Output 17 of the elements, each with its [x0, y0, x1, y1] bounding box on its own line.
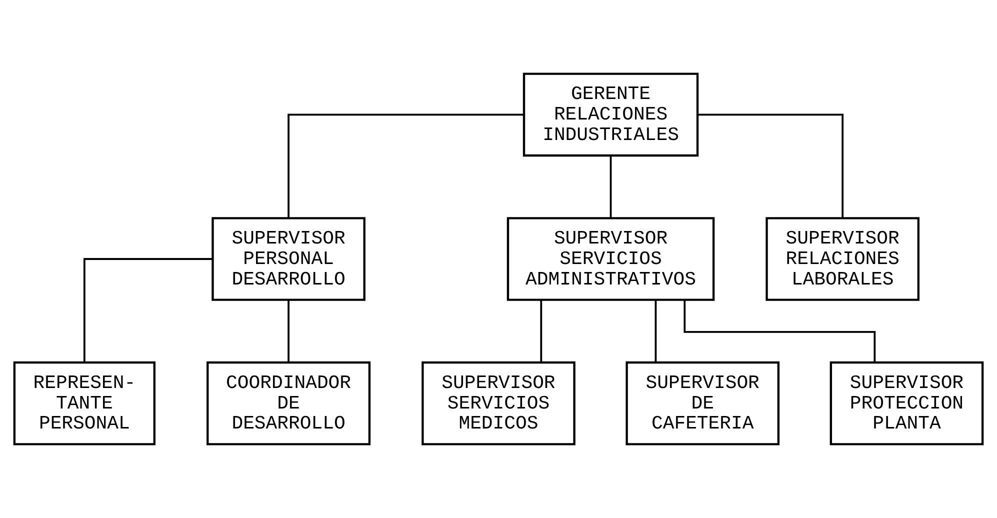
connector: [698, 114, 844, 218]
connector: [288, 300, 290, 362]
node-box: COORDINADOR DE DESARROLLO: [206, 361, 371, 446]
connector: [610, 156, 612, 218]
connector: [654, 300, 657, 362]
node-box: REPRESEN- TANTE PERSONAL: [13, 361, 156, 446]
node-box: SUPERVISOR SERVICIOS ADMINISTRATIVOS: [506, 217, 715, 301]
connector: [684, 300, 876, 362]
node-box: SUPERVISOR RELACIONES LABORALES: [766, 217, 920, 301]
connector: [83, 258, 213, 362]
connector: [540, 300, 542, 362]
node-box: SUPERVISOR DE CAFETERIA: [626, 361, 780, 446]
connector: [288, 114, 524, 218]
node-box: GERENTE RELACIONES INDUSTRIALES: [522, 72, 699, 157]
node-box: SUPERVISOR PERSONAL DESARROLLO: [212, 217, 366, 301]
node-box: SUPERVISOR PROTECCION PLANTA: [830, 361, 984, 446]
node-box: SUPERVISOR SERVICIOS MEDICOS: [422, 361, 576, 446]
